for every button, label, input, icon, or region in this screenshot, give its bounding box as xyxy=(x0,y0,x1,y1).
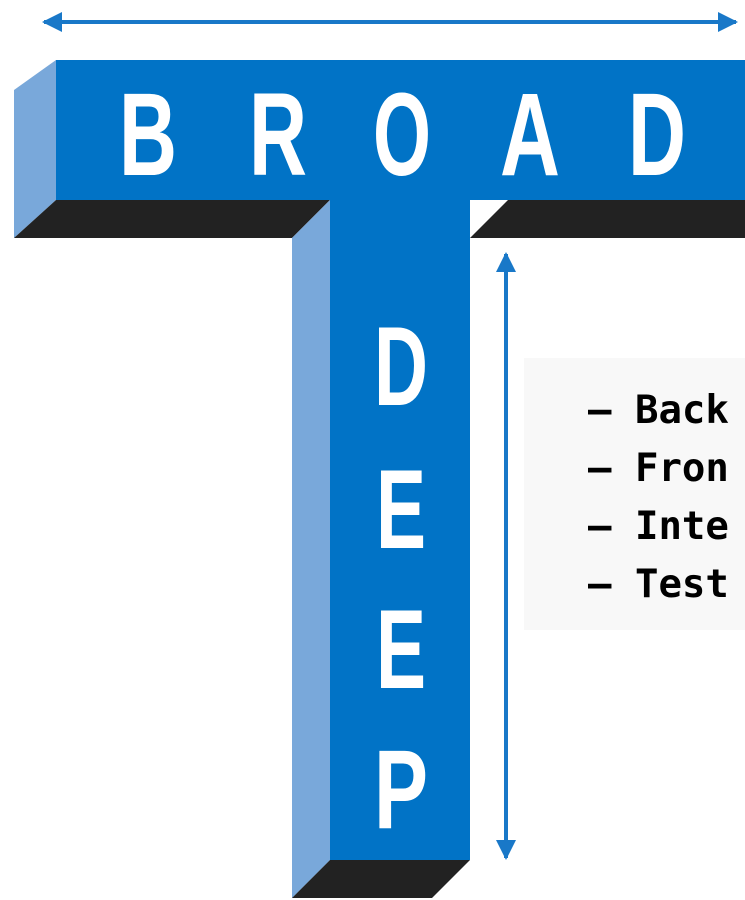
stem-side-face xyxy=(292,200,330,898)
crossbar-shadow-right xyxy=(470,200,745,238)
broad-letter-r: R xyxy=(249,69,307,201)
skill-list: – Back – Fron – Inte – Test xyxy=(588,388,729,607)
stem-shadow-bottom xyxy=(292,860,470,898)
broad-letter-a: A xyxy=(500,69,560,201)
list-item: – Inte xyxy=(588,504,729,549)
list-item: – Test xyxy=(588,562,729,607)
crossbar-shadow-left xyxy=(14,200,330,238)
deep-letter-p: P xyxy=(374,727,428,852)
list-background-panel xyxy=(524,358,745,630)
crossbar-side-face xyxy=(14,60,56,238)
list-item: – Fron xyxy=(588,446,729,491)
broad-letter-d: D xyxy=(628,69,686,201)
list-item: – Back xyxy=(588,388,729,433)
broad-letter-b: B xyxy=(119,69,177,201)
broad-letter-o: O xyxy=(373,69,431,201)
crossbar-front-face xyxy=(56,60,745,200)
broad-label: B R O A D xyxy=(119,69,686,201)
deep-label: D E E P xyxy=(374,304,428,852)
deep-letter-e2: E xyxy=(376,587,426,712)
deep-letter-d: D xyxy=(374,304,428,429)
deep-letter-e1: E xyxy=(376,447,426,572)
stem-front-face xyxy=(330,198,470,860)
